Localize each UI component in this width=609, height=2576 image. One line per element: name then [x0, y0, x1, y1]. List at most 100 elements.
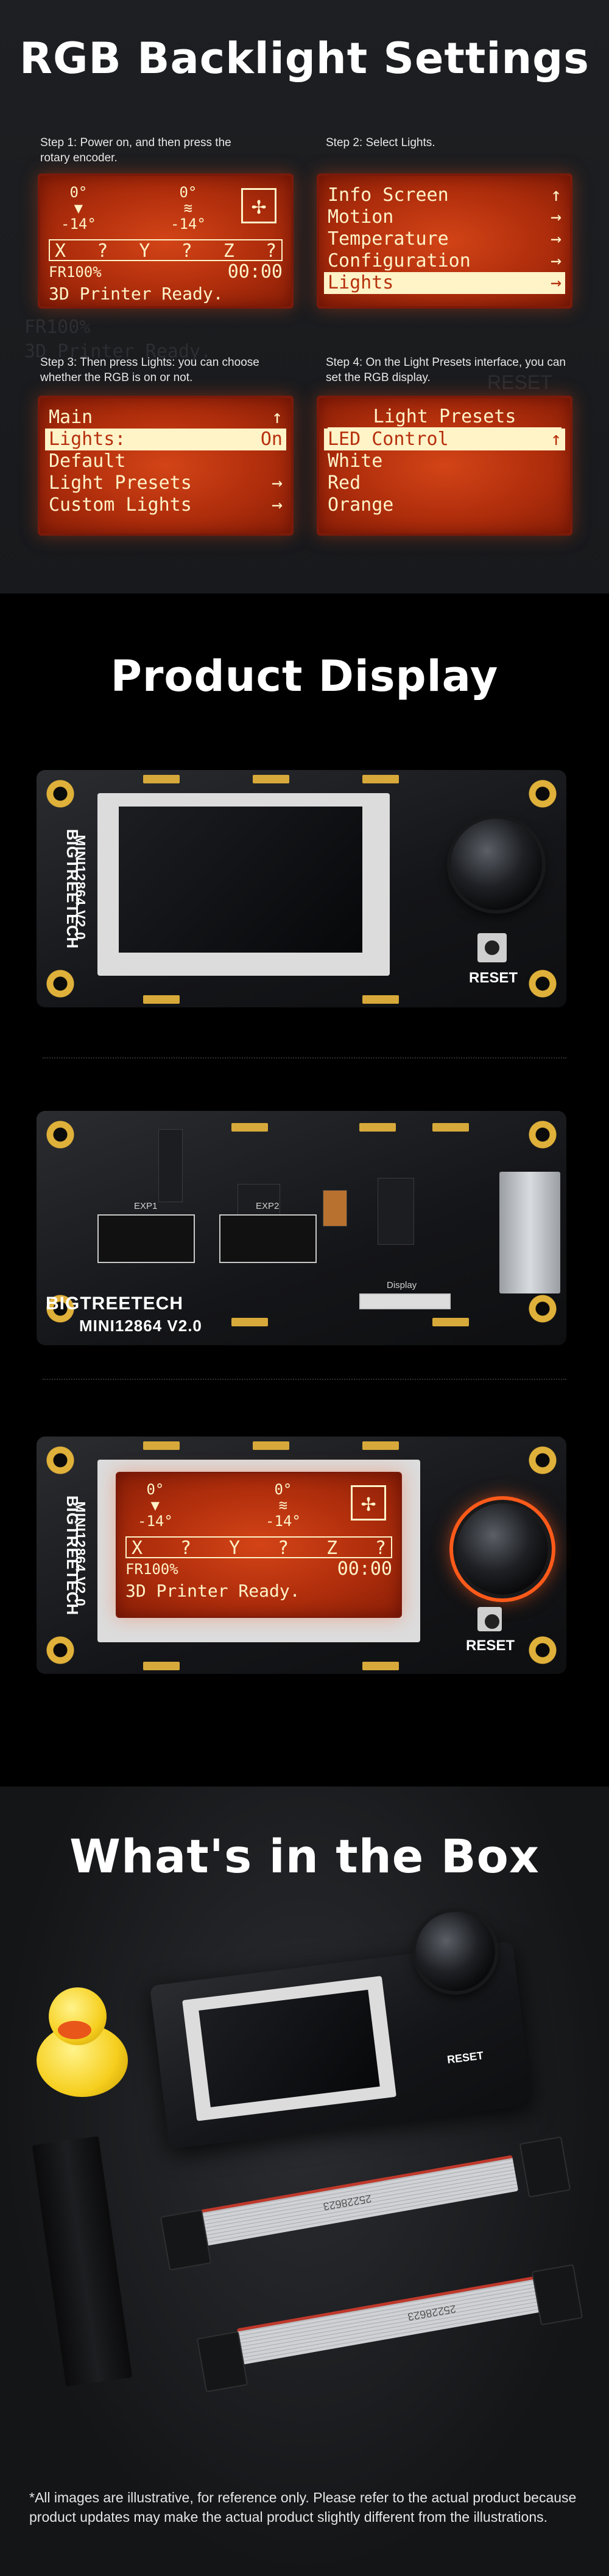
- mount-hole-icon: [45, 1293, 76, 1324]
- menu-item-label: White: [328, 450, 383, 472]
- board-front-view: BIGTREETECH MINI12864 V2.0 RESET: [37, 770, 566, 1007]
- menu-item-custom-lights[interactable]: Custom Lights →: [49, 494, 283, 516]
- mount-hole-icon: [527, 1119, 558, 1150]
- cable-print-text: 25228623: [322, 2192, 373, 2213]
- menu-item-red[interactable]: Red: [328, 472, 561, 494]
- z-value: ?: [375, 1538, 386, 1559]
- reset-label: RESET: [446, 2049, 485, 2066]
- xyz-position-row: X ? Y ? Z ?: [125, 1536, 392, 1559]
- rotary-encoder-knob-lit[interactable]: [457, 1503, 548, 1595]
- menu-item-lights[interactable]: Lights→: [324, 272, 565, 294]
- mount-hole-icon: [527, 1635, 558, 1665]
- fan-icon: ✢: [351, 1485, 386, 1521]
- mount-hole-icon: [45, 1635, 76, 1665]
- ghost-feedrate: FR100%: [24, 317, 91, 338]
- arrow-right-icon: →: [271, 494, 283, 516]
- divider: [43, 1057, 566, 1059]
- status-row: 3D Printer Ready.: [125, 1580, 392, 1602]
- nozzle-icon: ▼: [150, 1497, 160, 1514]
- mount-hole-icon: [45, 1119, 76, 1150]
- lcd-main-menu: Info Screen↑ Motion→ Temperature → Config…: [317, 173, 572, 309]
- flat-cable-black: [32, 2136, 133, 2387]
- chip: [378, 1178, 414, 1245]
- menu-item-temperature[interactable]: Temperature →: [328, 228, 561, 250]
- menu-item-label: Custom Lights: [49, 494, 192, 516]
- menu-item-label: Red: [328, 472, 361, 494]
- rotary-encoder-knob[interactable]: [451, 819, 542, 910]
- arrow-up-icon: ↑: [550, 429, 561, 450]
- whats-in-the-box-section: What's in the Box RESET 25228623 2522862…: [0, 1787, 609, 2576]
- gold-tab: [231, 1318, 268, 1326]
- reset-button[interactable]: [477, 1607, 502, 1631]
- gold-tab: [253, 1441, 289, 1450]
- mount-hole-icon: [45, 779, 76, 809]
- gold-tab: [143, 775, 180, 783]
- divider: [43, 1379, 566, 1380]
- bed-heat-icon: ≋: [183, 200, 193, 217]
- feedrate-row: FR100% 00:00: [49, 261, 283, 283]
- lcd-info-screen-lit: 0° ▼ -14° 0° ≋ -14° ✢ X ? Y ? Z ?: [116, 1472, 402, 1618]
- light-presets-title: Light Presets: [373, 406, 516, 427]
- menu-item-lights-toggle[interactable]: Lights:On: [45, 429, 286, 450]
- light-presets-header: Light Presets: [328, 406, 561, 429]
- mount-hole-icon: [527, 1293, 558, 1324]
- gold-tab: [362, 1441, 399, 1450]
- menu-item-motion[interactable]: Motion→: [328, 206, 561, 228]
- rgb-backlight-section: RGB Backlight Settings Step 1: Power on,…: [0, 0, 609, 593]
- gold-tab: [362, 1662, 399, 1670]
- bed-heat-icon: ≋: [278, 1497, 288, 1514]
- step-3-text: Step 3: Then press Lights: you can choos…: [40, 356, 259, 384]
- menu-item-label: LED Control: [328, 429, 449, 450]
- menu-item-light-presets[interactable]: Light Presets→: [49, 472, 283, 494]
- menu-item-default[interactable]: Default: [49, 450, 283, 472]
- product-section-title: Product Display: [110, 651, 499, 701]
- menu-item-label: Light Presets: [49, 472, 192, 494]
- arrow-up-icon: ↑: [550, 184, 561, 206]
- chip: [158, 1129, 183, 1202]
- x-label: X: [132, 1538, 143, 1559]
- gold-tab: [231, 1123, 268, 1132]
- cable-print-text: 25228623: [406, 2302, 457, 2323]
- reset-button[interactable]: [477, 933, 507, 962]
- x-value: ?: [180, 1538, 192, 1559]
- ribbon-cable-1: 25228623: [200, 2155, 519, 2246]
- rgb-section-title: RGB Backlight Settings: [19, 33, 590, 83]
- menu-item-label: Orange: [328, 494, 394, 516]
- exp1-connector: [97, 1214, 195, 1263]
- exp2-label: EXP2: [256, 1201, 280, 1211]
- reset-label: RESET: [469, 970, 518, 986]
- lcd-info-screen: 0° ▼ -14° 0° ≋ -14° ✢ X ? Y ? Z ? FR100%…: [38, 173, 294, 309]
- arrow-right-icon: →: [550, 228, 561, 250]
- product-display-section: Product Display BIGTREETECH MINI12864 V2…: [0, 593, 609, 1787]
- menu-item-orange[interactable]: Orange: [328, 494, 561, 516]
- menu-item-main[interactable]: Main↑: [49, 407, 283, 429]
- bed-target: 0°: [179, 184, 197, 201]
- arrow-right-icon: →: [550, 250, 561, 271]
- nozzle-target: 0°: [69, 184, 88, 201]
- menu-item-label: Default: [49, 450, 126, 472]
- exp2-connector: [219, 1214, 317, 1263]
- nozzle-temp: -14°: [61, 215, 96, 233]
- menu-item-configuration[interactable]: Configuration→: [328, 250, 561, 272]
- bed-readout: 0° ≋ -14°: [171, 184, 206, 232]
- menu-item-label: Temperature: [328, 228, 449, 250]
- menu-item-white[interactable]: White: [328, 450, 561, 472]
- gold-tab: [362, 995, 399, 1004]
- bed-readout: 0° ≋ -14°: [266, 1482, 301, 1529]
- lcd-screen-off: [119, 807, 362, 953]
- z-value: ?: [265, 240, 276, 262]
- menu-item-led-control[interactable]: LED Control ↑: [324, 429, 565, 450]
- mount-hole-icon: [45, 968, 76, 999]
- menu-item-info-screen[interactable]: Info Screen↑: [328, 184, 561, 206]
- chip: [323, 1190, 347, 1227]
- xyz-position-row: X ? Y ? Z ?: [49, 239, 283, 262]
- model-label: MINI12864 V2.0: [79, 1317, 202, 1335]
- board-front-lit-view: BIGTREETECH MINI12864 V2.0 0° ▼ -14° 0° …: [37, 1437, 566, 1674]
- lcd-screen-off: [199, 1989, 380, 2107]
- board-back-view: EXP1 EXP2 Display BIGTREETECH MINI12864 …: [37, 1111, 566, 1345]
- y-label: Y: [139, 240, 150, 262]
- x-label: X: [55, 240, 66, 262]
- gold-tab: [432, 1123, 469, 1132]
- bed-temp: -14°: [266, 1513, 301, 1530]
- y-label: Y: [228, 1538, 241, 1559]
